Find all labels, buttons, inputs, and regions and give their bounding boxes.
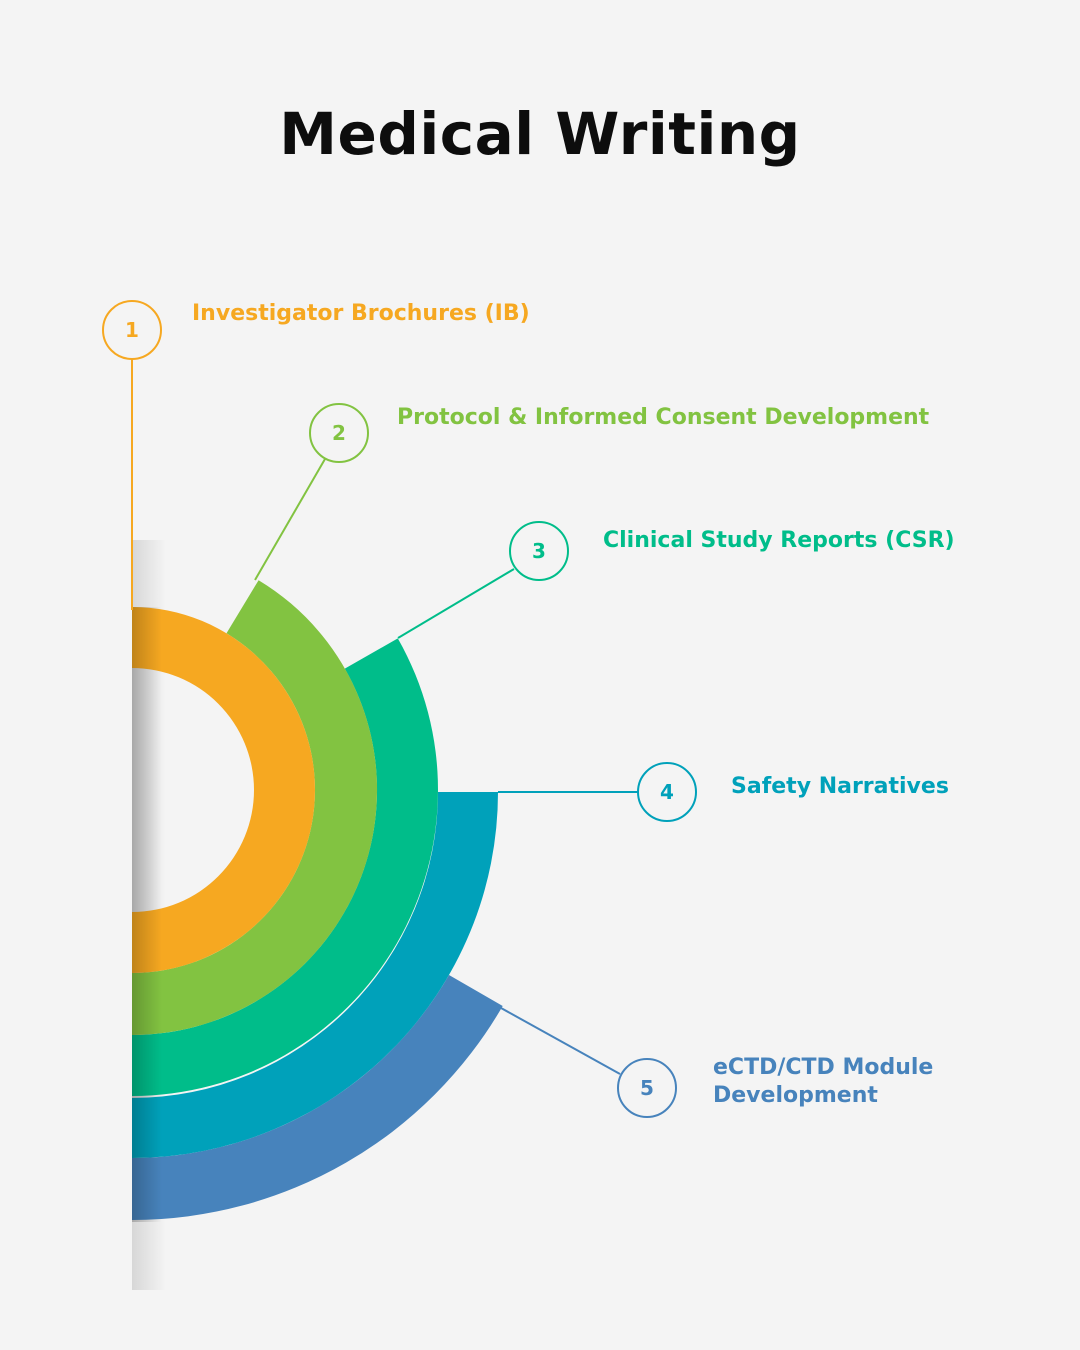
- step-number-2: 2: [332, 421, 346, 445]
- step-marker-5: 5: [617, 1058, 677, 1118]
- connector-line-2: [254, 458, 326, 581]
- arc-edge-shading: [132, 607, 162, 1222]
- arc-segment-3: [132, 638, 438, 1096]
- step-marker-4: 4: [637, 762, 697, 822]
- step-number-4: 4: [660, 780, 674, 804]
- arc-segment-5: [132, 975, 503, 1220]
- step-marker-3: 3: [509, 521, 569, 581]
- step-marker-1: 1: [102, 300, 162, 360]
- step-marker-2: 2: [309, 403, 369, 463]
- step-number-5: 5: [640, 1076, 654, 1100]
- arc-segment-2: [132, 580, 378, 1036]
- step-number-1: 1: [125, 318, 139, 342]
- step-label-4: Safety Narratives: [731, 774, 949, 799]
- connector-line-5: [500, 1007, 621, 1075]
- step-label-1: Investigator Brochures (IB): [192, 301, 530, 326]
- step-label-2: Protocol & Informed Consent Development: [397, 405, 930, 430]
- connector-line-3: [397, 568, 515, 639]
- page-title: Medical Writing: [279, 100, 801, 168]
- arc-segment-4: [132, 792, 498, 1158]
- arc-segment-1: [132, 607, 315, 973]
- step-label-3: Clinical Study Reports (CSR): [603, 528, 955, 553]
- step-label-5: eCTD/CTD Module Development: [713, 1055, 934, 1108]
- step-number-3: 3: [532, 539, 546, 563]
